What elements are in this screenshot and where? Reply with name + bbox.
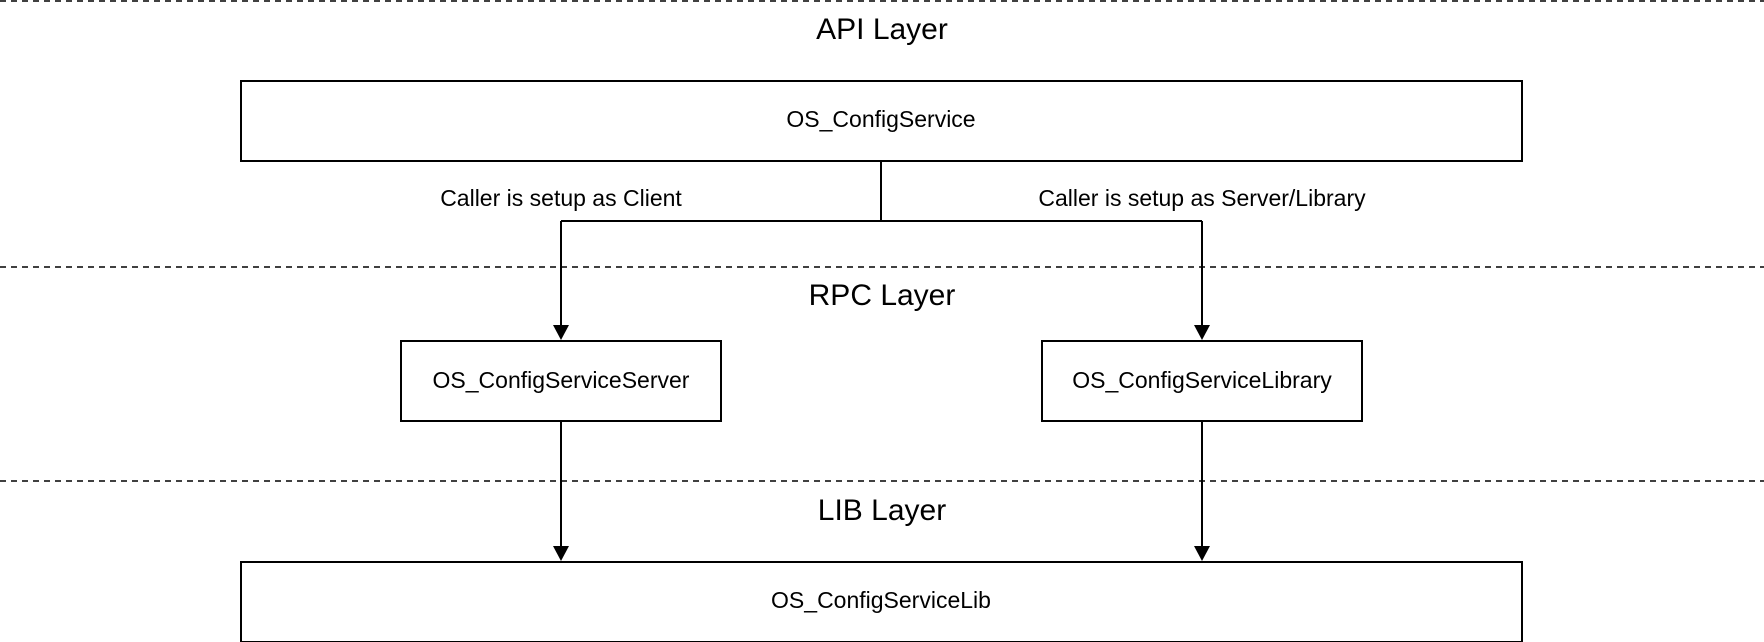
arrowhead-library: [1194, 325, 1210, 340]
arrowhead-server: [553, 325, 569, 340]
edge-label-server-library: Caller is setup as Server/Library: [1038, 185, 1366, 211]
node-config-service-library: OS_ConfigServiceLibrary: [1041, 340, 1363, 422]
node-config-service-server-label: OS_ConfigServiceServer: [433, 367, 690, 393]
node-config-service-lib: OS_ConfigServiceLib: [240, 561, 1523, 642]
edge-service-to-branches: [561, 161, 1202, 222]
arrowhead-lib-left: [553, 546, 569, 561]
lib-layer-title: LIB Layer: [818, 494, 946, 527]
node-config-service-lib-label: OS_ConfigServiceLib: [771, 587, 991, 613]
api-layer-title: API Layer: [816, 13, 948, 46]
node-config-service-server: OS_ConfigServiceServer: [400, 340, 722, 422]
node-config-service-label: OS_ConfigService: [786, 106, 975, 132]
edge-server-to-lib: [553, 421, 569, 561]
rpc-layer-title: RPC Layer: [809, 279, 956, 312]
edge-server-library-to-library: [1194, 221, 1210, 340]
edge-client-to-server: [553, 221, 569, 340]
node-config-service: OS_ConfigService: [240, 80, 1523, 162]
edge-library-to-lib: [1194, 421, 1210, 561]
edge-label-client: Caller is setup as Client: [440, 185, 682, 211]
node-config-service-library-label: OS_ConfigServiceLibrary: [1072, 367, 1332, 393]
arrowhead-lib-right: [1194, 546, 1210, 561]
